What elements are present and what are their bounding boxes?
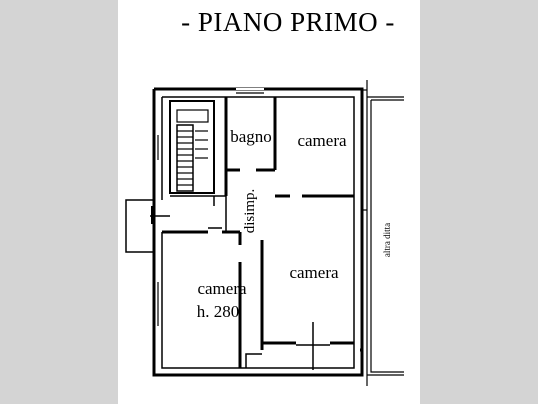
loggia: [245, 343, 355, 369]
neighbor-label: altra ditta: [382, 223, 392, 257]
stair-door: [170, 195, 226, 206]
room-label-camera-top: camera: [297, 131, 347, 150]
outer-wall-inner-left: [161, 97, 246, 369]
plan-sheet: [118, 0, 420, 404]
balcony-left: [125, 199, 154, 253]
room-label-disimpegno: disimp.: [242, 189, 258, 234]
walls: [125, 80, 404, 386]
stairwell-frame: [169, 100, 215, 194]
room-label-camera-left-height: h. 280: [197, 302, 240, 321]
stair-steps: [177, 130, 208, 186]
room-label-camera-right: camera: [289, 263, 339, 282]
stairwell-inner: [176, 124, 194, 192]
page-title: - PIANO PRIMO -: [181, 7, 395, 37]
room-label-camera-left: camera: [197, 279, 247, 298]
neighbor-boundary: [366, 80, 404, 386]
stair-landing: [176, 109, 209, 123]
room-label-bagno: bagno: [230, 127, 272, 146]
